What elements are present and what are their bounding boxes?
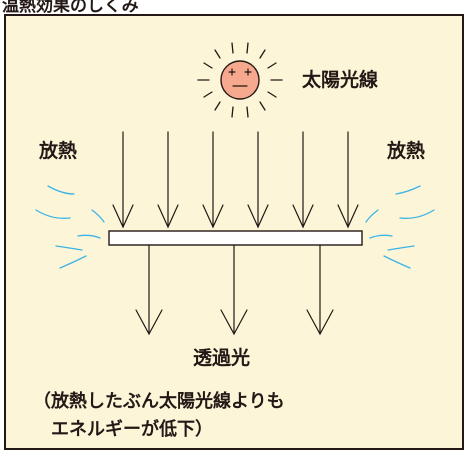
heat-label-left: 放熱 bbox=[39, 140, 78, 162]
sun-face bbox=[220, 60, 260, 100]
incoming-arrows bbox=[112, 131, 359, 229]
transmitted-arrows bbox=[135, 244, 334, 336]
heat-waves-right bbox=[365, 185, 435, 269]
heat-label-right: 放熱 bbox=[387, 140, 426, 162]
diagram-heading: 温熱効果のしくみ bbox=[2, 0, 139, 16]
heat-waves-left bbox=[35, 185, 105, 269]
note-line-1: （放熱したぶん太陽光線よりも bbox=[33, 391, 285, 412]
sunlight-label: 太陽光線 bbox=[302, 69, 379, 91]
transmitted-label: 透過光 bbox=[193, 347, 251, 369]
plate bbox=[108, 230, 363, 246]
sun-icon bbox=[197, 42, 283, 118]
note-line-2: エネルギーが低下） bbox=[51, 419, 213, 440]
note-text: （放熱したぶん太陽光線よりも エネルギーが低下） bbox=[33, 388, 285, 444]
